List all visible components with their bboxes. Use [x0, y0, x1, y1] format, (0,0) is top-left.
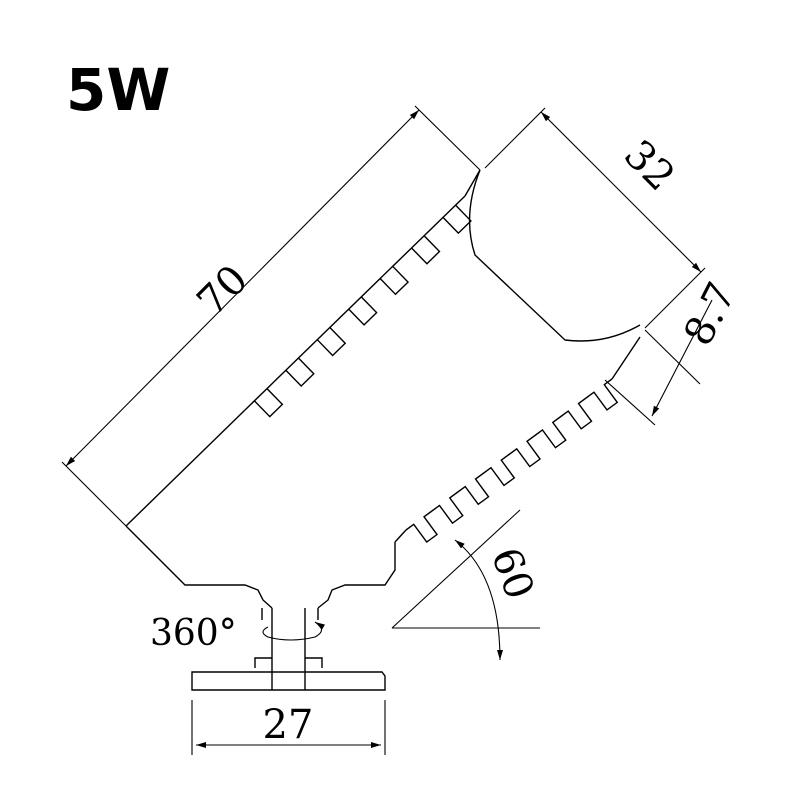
wattage-title: 5W: [66, 56, 170, 124]
upper-heatsink-fins: [244, 195, 472, 418]
dimension-length: [61, 105, 481, 527]
base-width-label: 27: [263, 702, 314, 748]
rotation-label: 360°: [150, 613, 237, 654]
dimension-base-width: [191, 700, 386, 755]
head-diameter-label: 32: [615, 132, 684, 201]
lamp-body-outline: [125, 169, 641, 609]
dimension-head-offset: [604, 299, 713, 426]
rotation-indicator: [262, 621, 326, 641]
dimension-tilt-angle: [391, 509, 540, 661]
dimension-head-diameter: [484, 107, 706, 329]
length-label: 70: [189, 257, 258, 326]
lower-heatsink-fins: [405, 378, 619, 544]
tilt-angle-label: 60: [482, 542, 543, 606]
